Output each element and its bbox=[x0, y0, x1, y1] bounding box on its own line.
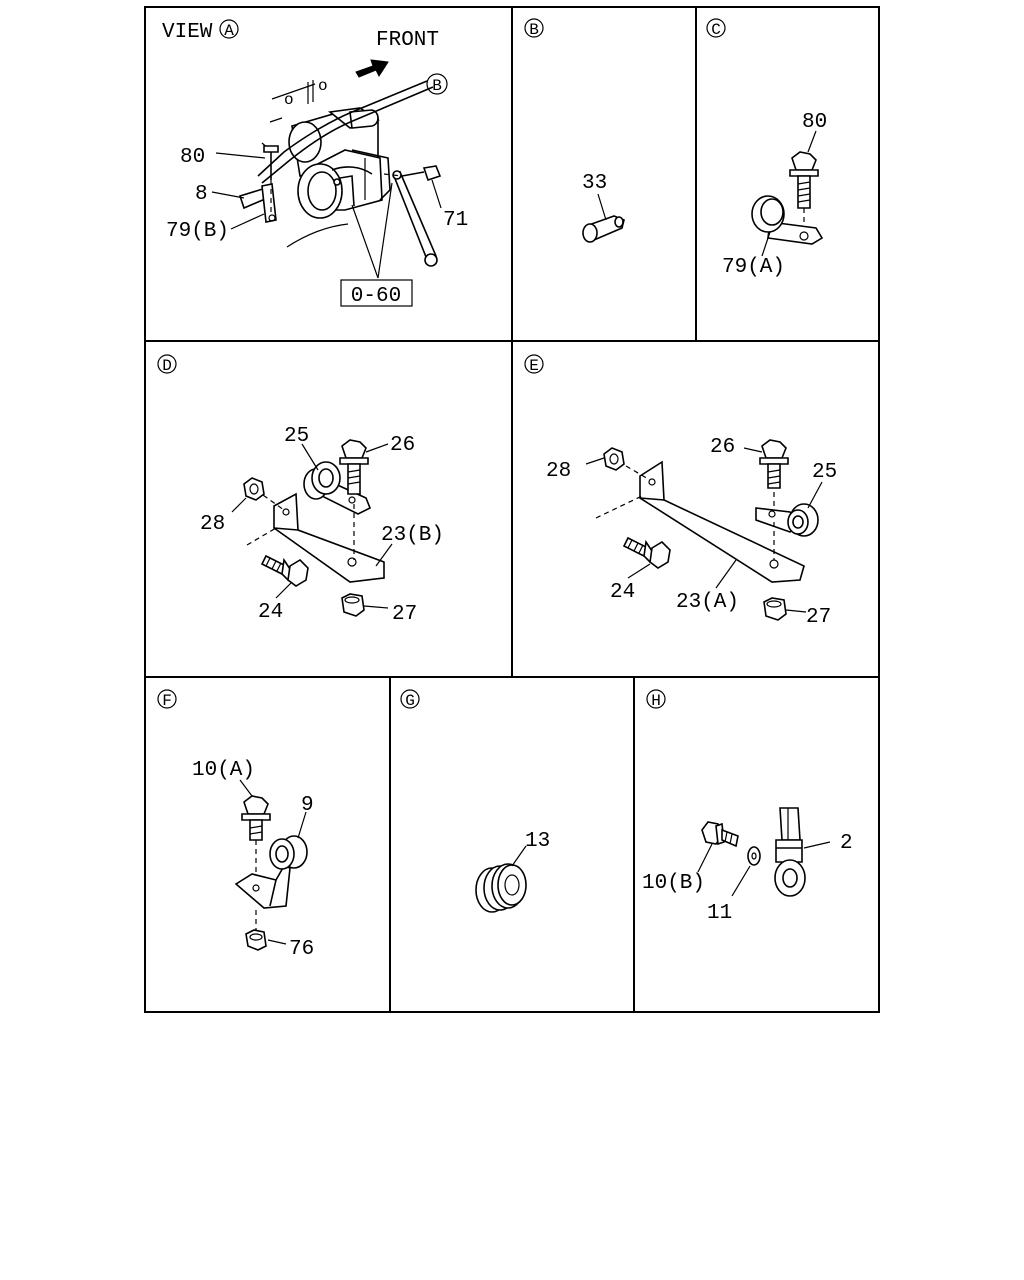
label-part-24-d: 24 bbox=[258, 601, 283, 624]
label-part-2: 2 bbox=[840, 832, 853, 855]
panel-c-letter: C bbox=[711, 21, 721, 39]
label-ref-0-60: 0-60 bbox=[351, 285, 401, 308]
label-part-25-d: 25 bbox=[284, 425, 309, 448]
label-part-80-c: 80 bbox=[802, 111, 827, 134]
panel-h: H 2 10(B) 11 bbox=[642, 689, 853, 925]
nut-27-d-icon bbox=[341, 593, 365, 617]
label-part-27-e: 27 bbox=[806, 606, 831, 629]
label-part-79a: 79(A) bbox=[722, 256, 785, 279]
label-part-76: 76 bbox=[289, 938, 314, 961]
label-part-10b: 10(B) bbox=[642, 872, 705, 895]
view-a-letter: A bbox=[224, 22, 234, 40]
front-label: FRONT bbox=[376, 29, 439, 52]
panel-f-letter: F bbox=[162, 692, 172, 710]
bolt-24-e-icon bbox=[622, 536, 671, 569]
label-part-27-d: 27 bbox=[392, 603, 417, 626]
cap-33-icon bbox=[582, 215, 625, 243]
label-part-33: 33 bbox=[582, 172, 607, 195]
bracket-23a-icon bbox=[639, 460, 805, 583]
label-part-26-d: 26 bbox=[390, 434, 415, 457]
terminal-2-icon bbox=[774, 807, 806, 897]
label-part-9: 9 bbox=[301, 794, 314, 817]
panel-b-letter: B bbox=[529, 21, 539, 39]
diagram-frame bbox=[144, 6, 880, 1013]
bolt-26-e-icon bbox=[759, 439, 789, 489]
label-part-23a: 23(A) bbox=[676, 591, 739, 614]
panel-e: E bbox=[524, 354, 837, 629]
label-part-80: 80 bbox=[180, 146, 205, 169]
svg-text:o: o bbox=[318, 77, 328, 95]
bolt-10a-icon bbox=[241, 795, 271, 841]
panel-view-a: VIEW A FRONT o o bbox=[162, 19, 468, 308]
callout-b-letter: B bbox=[432, 77, 442, 95]
bolt-26-d-icon bbox=[339, 439, 369, 495]
panel-h-letter: H bbox=[651, 692, 661, 710]
panel-g-letter: G bbox=[405, 692, 415, 710]
panel-e-letter: E bbox=[529, 357, 539, 375]
label-part-11: 11 bbox=[707, 902, 732, 925]
bracket-9-icon bbox=[234, 835, 308, 909]
bolt-24-d-icon bbox=[260, 554, 309, 587]
nut-28-d-icon bbox=[243, 477, 265, 501]
label-part-28-d: 28 bbox=[200, 513, 225, 536]
clamp-25-d-icon bbox=[303, 461, 372, 515]
panel-g: G 13 bbox=[400, 689, 550, 913]
view-a-title: VIEW bbox=[162, 21, 213, 44]
nut-28-e-icon bbox=[603, 447, 625, 471]
label-part-13: 13 bbox=[525, 830, 550, 853]
svg-text:o: o bbox=[284, 91, 294, 109]
bolt-80-icon bbox=[789, 151, 819, 209]
starter-motor-icon bbox=[288, 107, 391, 219]
panel-d-letter: D bbox=[162, 357, 172, 375]
label-part-10a: 10(A) bbox=[192, 759, 255, 782]
clip-79a-icon bbox=[751, 195, 824, 245]
label-part-71: 71 bbox=[443, 209, 468, 232]
panel-d: D bbox=[157, 354, 444, 626]
clamp-25-e-icon bbox=[755, 503, 819, 537]
panel-b: B 33 bbox=[524, 18, 625, 243]
panel-c: C 80 79(A) bbox=[706, 18, 827, 279]
nut-27-e-icon bbox=[763, 597, 787, 621]
nut-76-icon bbox=[245, 929, 267, 951]
bolt-10b-icon bbox=[701, 821, 739, 848]
label-part-24-e: 24 bbox=[610, 581, 635, 604]
front-arrow-icon bbox=[355, 59, 389, 78]
bracket-23b-icon bbox=[273, 492, 385, 583]
panel-f: F 10(A) 9 76 bbox=[157, 689, 314, 961]
label-part-79b: 79(B) bbox=[166, 220, 229, 243]
label-part-23b: 23(B) bbox=[381, 524, 444, 547]
label-part-8: 8 bbox=[195, 183, 208, 206]
label-part-25-e: 25 bbox=[812, 461, 837, 484]
washer-11-icon bbox=[747, 846, 761, 866]
grommet-13-icon bbox=[475, 863, 527, 913]
label-part-26-e: 26 bbox=[710, 436, 735, 459]
label-part-28-e: 28 bbox=[546, 460, 571, 483]
